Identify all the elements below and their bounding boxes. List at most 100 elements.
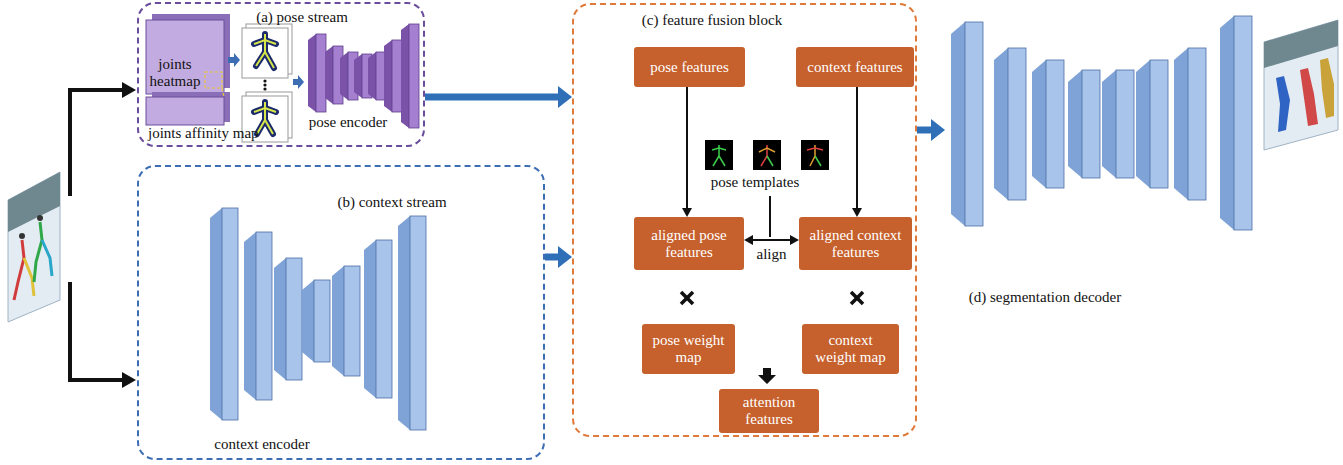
arrow-head (931, 119, 945, 141)
arrow-head (558, 246, 572, 268)
encoder-block-side (274, 258, 286, 380)
encoder-block (409, 24, 419, 128)
decoder-block (1008, 48, 1026, 200)
connector-line (686, 87, 688, 209)
encoder-block-side (398, 216, 410, 430)
encoder-block-side (332, 266, 344, 376)
part-label: joints affinity map (148, 125, 259, 142)
arrow-head (682, 208, 692, 217)
affinity-image (146, 97, 224, 125)
box-text: context weight map (808, 332, 893, 366)
merge-arrow (758, 368, 776, 384)
heatmap-panel (242, 28, 288, 78)
photo-trees (8, 172, 60, 232)
skeleton-glow (265, 120, 273, 134)
encoder-block (314, 280, 330, 362)
pose-template (705, 140, 733, 170)
group-title: (d) segmentation decoder (969, 288, 1121, 306)
encoder-block (286, 258, 302, 380)
template-skeleton (712, 148, 726, 150)
multiply-symbol (851, 292, 863, 304)
decoder-block-side (1032, 60, 1046, 188)
template-leader (769, 196, 771, 237)
template-skeleton (759, 148, 775, 152)
ellipsis-dot (263, 79, 266, 82)
multiply-symbol (681, 292, 693, 304)
box-text: aligned context features (805, 227, 906, 261)
flow-arrow (545, 246, 572, 268)
encoder-block-side (302, 280, 314, 362)
box-text: pose weight map (648, 332, 729, 366)
template-skeleton (767, 156, 773, 166)
process-box: attention features (719, 389, 819, 433)
flow-arrow (917, 119, 945, 141)
connector (682, 87, 692, 217)
process-box: aligned pose features (634, 217, 744, 270)
segmented-person (1276, 76, 1290, 132)
group-title: (c) feature fusion block (642, 11, 782, 29)
ellipsis-dot (263, 83, 266, 86)
flow-arrow (425, 86, 572, 108)
skier-head (19, 233, 25, 239)
encoder-block-side (368, 52, 376, 100)
decoder-block-side (1102, 70, 1116, 178)
connector-line (425, 94, 559, 101)
encoder-block-side (210, 208, 222, 420)
decoder-block-side (1068, 70, 1082, 178)
pose-template (753, 140, 781, 170)
part-label: pose templates (711, 174, 800, 191)
process-box: context weight map (802, 324, 899, 374)
template-skeleton (719, 156, 725, 166)
arrow-head (558, 86, 572, 108)
connector (744, 235, 799, 245)
decoder-block (1234, 16, 1252, 230)
skier-head (37, 215, 43, 221)
decoder-block (1116, 70, 1134, 178)
encoder-block (392, 40, 402, 112)
decoder-block-side (951, 22, 965, 226)
arrow-head (122, 82, 136, 98)
input-photo (8, 172, 60, 322)
segmented-person (1320, 58, 1334, 118)
encoder-block-side (384, 40, 392, 112)
small-arrow (228, 53, 240, 67)
encoder-block (316, 34, 326, 112)
encoder-block-side (308, 34, 316, 112)
stream-group: (b) context stream (137, 165, 545, 460)
group-title: (b) context stream (337, 193, 446, 211)
process-box: aligned context features (799, 217, 912, 270)
encoder-block (410, 216, 426, 430)
arrow-head (744, 235, 753, 245)
encoder-block (256, 232, 272, 400)
skier-figure (34, 222, 42, 282)
skeleton-line (256, 34, 265, 66)
multiply-symbol (681, 292, 693, 304)
encoder-block (376, 240, 392, 398)
connector-line (917, 127, 932, 134)
small-arrow (293, 75, 304, 89)
crop-box (205, 72, 222, 88)
template-skeleton (815, 156, 821, 166)
part-label: joints heatmap (144, 56, 206, 90)
encoder-block-side (340, 52, 348, 100)
arrow-head (852, 208, 862, 217)
arrow-head (790, 235, 799, 245)
connector (852, 87, 862, 217)
skeleton-glow (265, 52, 274, 68)
encoder-block-side (325, 46, 333, 104)
connector-line (545, 254, 559, 261)
segmented-person (1300, 68, 1318, 126)
box-text: context features (807, 59, 902, 76)
pose-template (801, 140, 829, 170)
decoder-block-side (1174, 48, 1188, 200)
connector-line (752, 239, 791, 241)
output-photo (1264, 20, 1338, 150)
process-box: pose features (634, 47, 745, 87)
decoder-block (1046, 60, 1064, 188)
fusion-group: (c) feature fusion block pose features con… (572, 3, 917, 437)
template-skeleton (807, 148, 823, 150)
encoder-block-side (401, 24, 409, 128)
decoder-block-side (1220, 16, 1234, 230)
